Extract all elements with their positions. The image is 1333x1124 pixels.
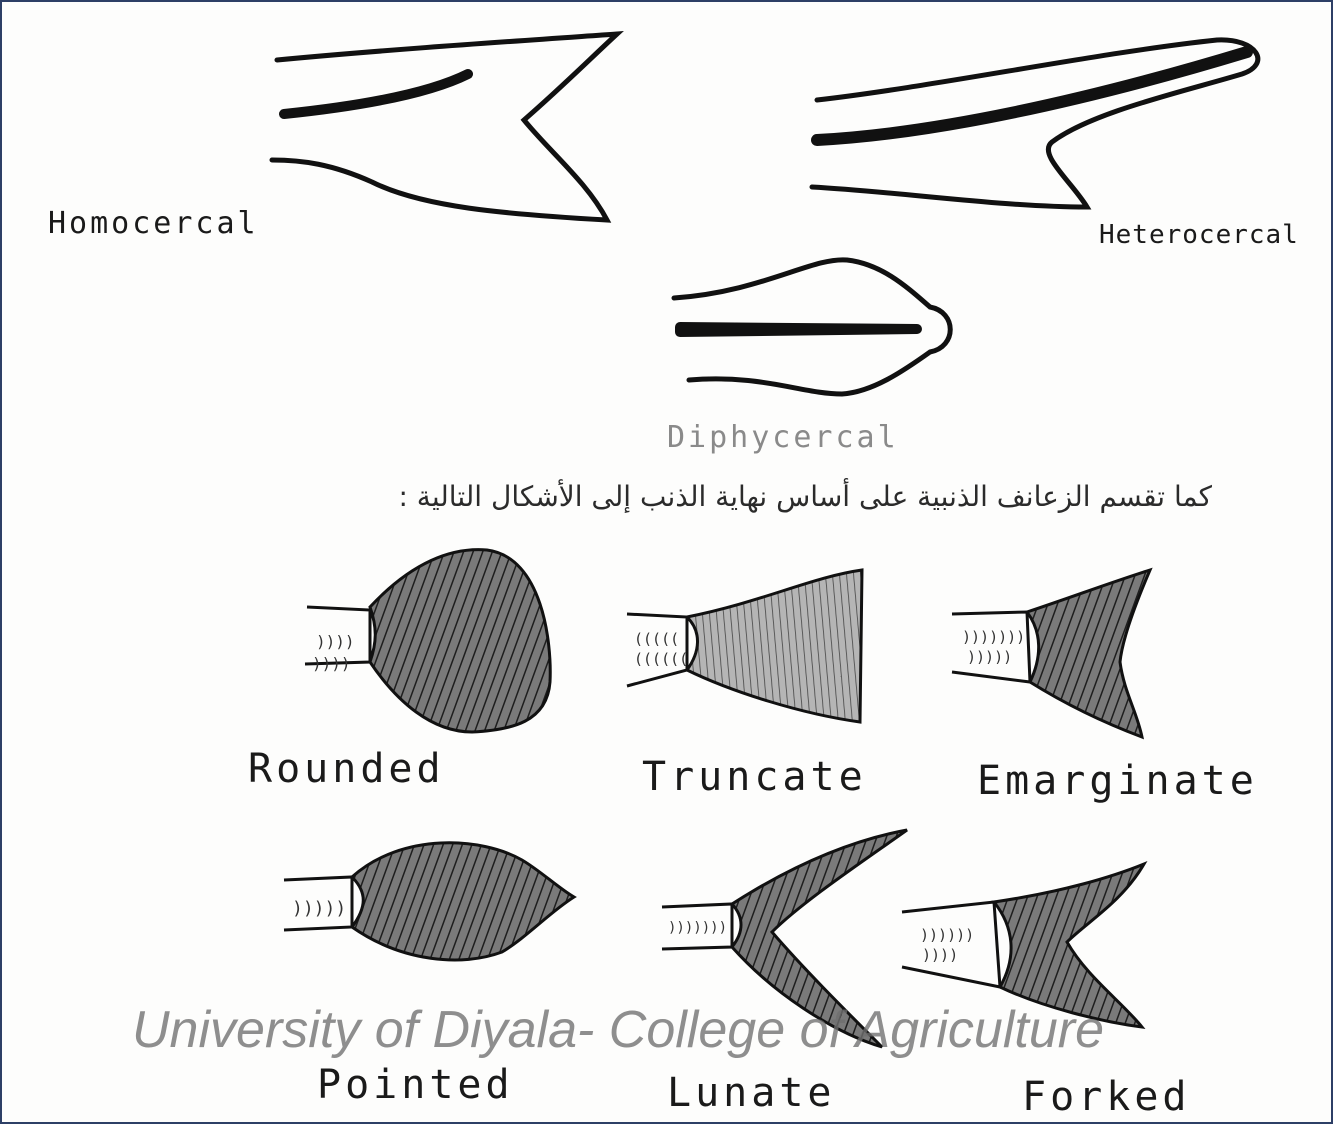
svg-text:)))))): )))))) xyxy=(920,926,974,944)
svg-text:((((((: (((((( xyxy=(634,650,688,668)
diphycercal-diagram xyxy=(674,260,950,394)
rounded-fin-diagram: )))) )))) xyxy=(305,550,550,732)
svg-text:))))))): ))))))) xyxy=(962,628,1025,646)
emarginate-label: Emarginate xyxy=(977,758,1258,804)
diphycercal-label: Diphycercal xyxy=(667,420,899,455)
truncate-label: Truncate xyxy=(642,754,867,800)
emarginate-fin-diagram: ))))))) ))))) xyxy=(952,570,1150,737)
svg-text:))))): ))))) xyxy=(967,648,1012,666)
pointed-fin-diagram: ))))) xyxy=(284,843,574,960)
arabic-caption: كما تقسم الزعانف الذنبية على أساس نهاية … xyxy=(172,480,1212,513)
lunate-label: Lunate xyxy=(667,1070,836,1116)
homocercal-diagram xyxy=(272,34,617,220)
svg-text:))))): ))))) xyxy=(292,898,346,919)
rounded-label: Rounded xyxy=(248,746,445,792)
pointed-label: Pointed xyxy=(317,1062,514,1108)
svg-text:)))): )))) xyxy=(312,654,351,673)
truncate-fin-diagram: ((((( (((((( xyxy=(627,570,862,722)
svg-text:)))): )))) xyxy=(316,632,355,651)
svg-text:))))))): ))))))) xyxy=(668,920,727,936)
homocercal-label: Homocercal xyxy=(48,206,259,241)
forked-label: Forked xyxy=(1022,1074,1191,1120)
svg-text:)))): )))) xyxy=(922,946,958,964)
svg-text:(((((: ((((( xyxy=(634,630,679,648)
heterocercal-diagram xyxy=(812,40,1258,207)
watermark: University of Diyala- College of Agricul… xyxy=(132,1000,1104,1060)
heterocercal-label: Heterocercal xyxy=(1099,220,1299,250)
